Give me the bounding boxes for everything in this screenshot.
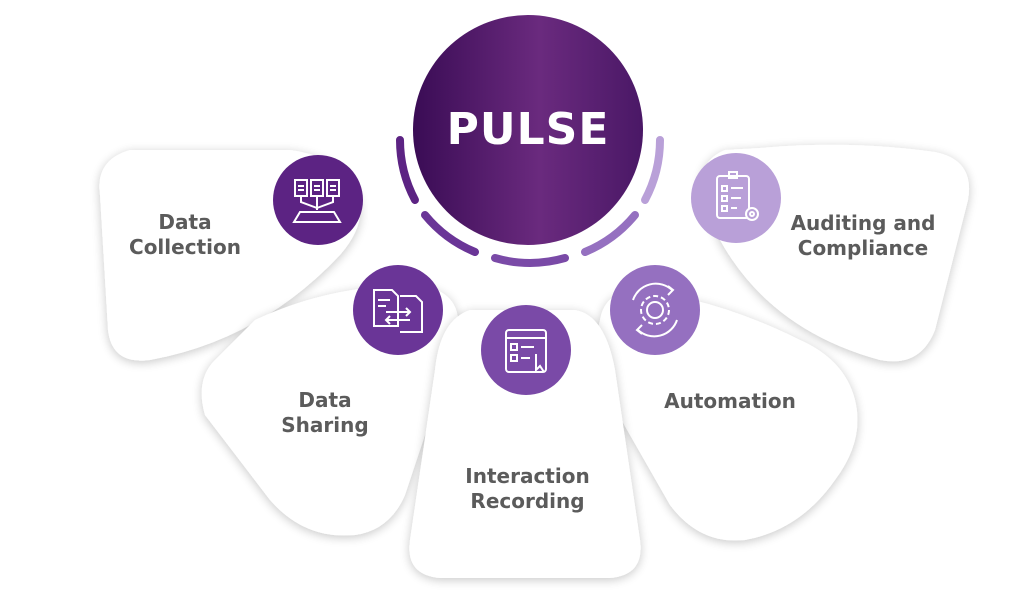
icon-badge-auditing-compliance xyxy=(691,153,781,243)
icon-badge-data-collection xyxy=(273,155,363,245)
icon-badge-data-sharing xyxy=(353,265,443,355)
hub-circle xyxy=(413,15,643,245)
document-collection-icon xyxy=(292,179,342,223)
gear-cycle-icon xyxy=(632,282,678,338)
feature-label-data-collection: Data Collection xyxy=(129,210,241,259)
icon-badge-interaction-recording xyxy=(481,305,571,395)
hub-title: PULSE xyxy=(446,104,610,155)
checklist-gear-icon xyxy=(716,171,759,221)
icon-badge-automation xyxy=(610,265,700,355)
feature-label-data-sharing: Data Sharing xyxy=(281,388,369,437)
document-exchange-icon xyxy=(373,289,423,333)
card-interaction-recording xyxy=(409,310,641,578)
screen-checklist-icon xyxy=(505,329,547,373)
feature-label-auditing-compliance: Auditing and Compliance xyxy=(790,211,936,260)
feature-label-automation: Automation xyxy=(664,389,796,413)
feature-label-interaction-recording: Interaction Recording xyxy=(465,464,590,513)
hub-arc-segments xyxy=(396,136,664,267)
